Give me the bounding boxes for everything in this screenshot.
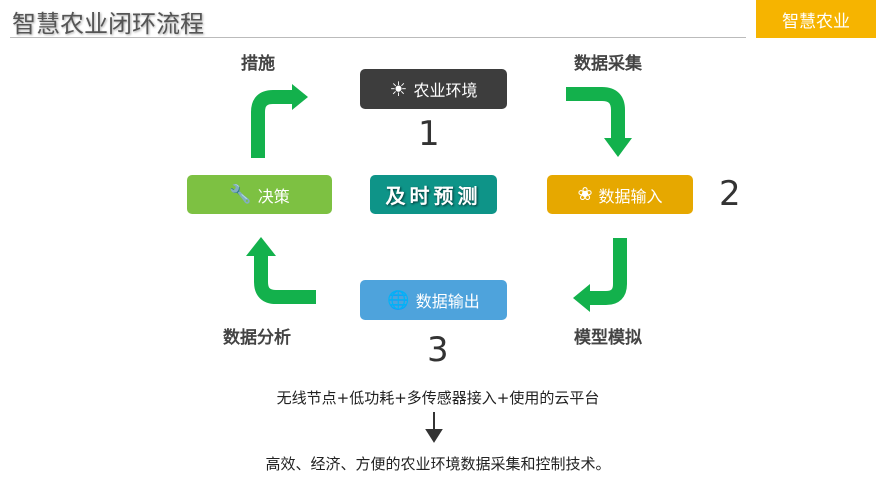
step-collect: 数据采集 — [574, 54, 642, 74]
node-env: ☀农业环境 — [360, 69, 507, 109]
step-number-3: 3 — [427, 330, 449, 370]
arrowhead — [573, 284, 590, 312]
node-decision: 🔧决策 — [187, 175, 332, 214]
node-center: 及时预测 — [370, 175, 497, 214]
arrow-measure — [251, 90, 292, 158]
arrowhead — [246, 237, 276, 256]
node-input: ❀数据输入 — [547, 175, 693, 214]
arrow-analysis — [254, 256, 316, 304]
step-model: 模型模拟 — [574, 328, 642, 348]
wrench-icon: 🔧 — [229, 184, 252, 205]
arrow-collect — [566, 87, 625, 138]
step-number-2: 2 — [719, 174, 741, 214]
footer-line1: 无线节点+低功耗+多传感器接入+使用的云平台 — [276, 389, 600, 407]
step-number-1: 1 — [418, 114, 440, 154]
page-title: 智慧农业闭环流程 — [12, 10, 204, 38]
arrowhead — [292, 84, 308, 110]
node-output: 🌐数据输出 — [360, 280, 507, 320]
divider — [10, 37, 746, 38]
sun-icon: ☀ — [389, 77, 408, 101]
step-measure: 措施 — [241, 54, 275, 74]
arrowhead — [604, 138, 632, 157]
down-arrow-icon — [425, 412, 443, 443]
globe-computer-icon: 🌐 — [387, 289, 410, 311]
arrow-model — [590, 238, 627, 305]
step-analysis: 数据分析 — [223, 328, 291, 348]
leaf-badge-icon: ❀ — [577, 184, 593, 205]
footer-line2: 高效、经济、方便的农业环境数据采集和控制技术。 — [265, 455, 611, 473]
section-tag: 智慧农业 — [756, 0, 876, 38]
